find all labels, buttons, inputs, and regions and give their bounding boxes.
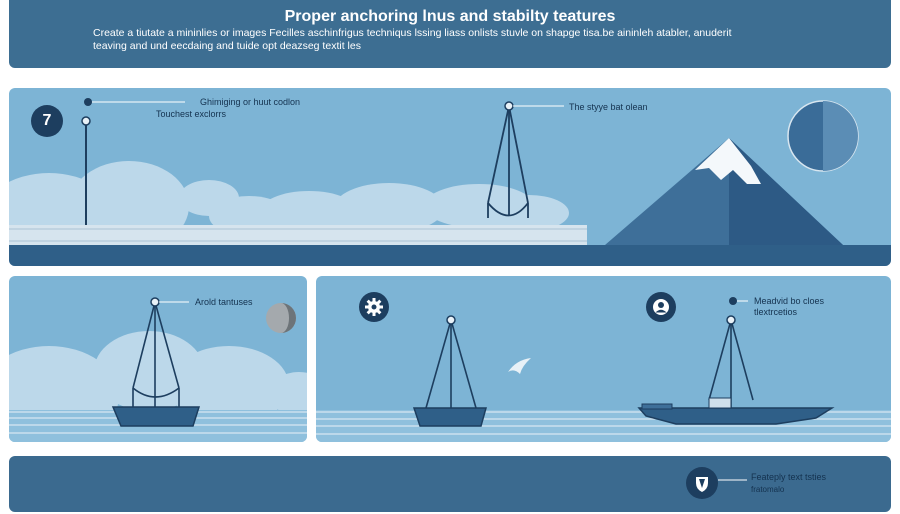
dock [9, 225, 587, 245]
anchored-boat [111, 297, 201, 427]
footer-callout-line-1: Feateply text tsties [751, 472, 827, 482]
step-badge: 7 [31, 105, 63, 137]
water [9, 245, 891, 266]
callout-bottom-left: Arold tantuses [195, 297, 253, 307]
anchor-tripod [487, 105, 529, 218]
mountain-snowcap [695, 138, 761, 184]
bottom-right-illustration [316, 297, 891, 442]
header-banner: Proper anchoring lnus and stabilty teatu… [9, 0, 891, 68]
callout-bottom-right-line-2: tlextrcetios [754, 307, 798, 317]
bird-icon [508, 358, 531, 374]
callout-left-line-2: Touchest exclorrs [156, 109, 227, 119]
person-icon [646, 292, 676, 322]
top-scene-panel: 7 Ghimiging or huut codlon Touchest excl… [9, 88, 891, 266]
bottom-left-scene-panel: Arold tantuses [9, 276, 307, 442]
footer-callout-line [718, 479, 747, 481]
subtitle-line-2: teaving and und eecdaing and tuide opt d… [93, 40, 361, 52]
subtitle-line-1: Create a tiutate a mininlies or images F… [93, 27, 732, 39]
shield-icon [686, 467, 718, 499]
bottom-right-scene-panel: Meadvid bo cloes tlextrcetios [316, 276, 891, 442]
page-title: Proper anchoring lnus and stabilty teatu… [284, 8, 616, 25]
barge-boat [637, 315, 835, 425]
callout-right: The styye bat olean [569, 102, 648, 112]
gear-icon [359, 292, 389, 322]
callout-bottom-right-line-1: Meadvid bo cloes [754, 296, 825, 306]
callout-left-line-1: Ghimiging or huut codlon [200, 97, 301, 107]
top-scene-illustration [9, 98, 891, 266]
page-subtitle: Create a tiutate a mininlies or images F… [93, 27, 823, 53]
footer-callout-line-2: fratomalo [751, 485, 785, 494]
footer-banner: Feateply text tsties fratomalo [9, 456, 891, 512]
bottom-left-illustration [9, 297, 307, 442]
anchored-boat [412, 315, 487, 427]
